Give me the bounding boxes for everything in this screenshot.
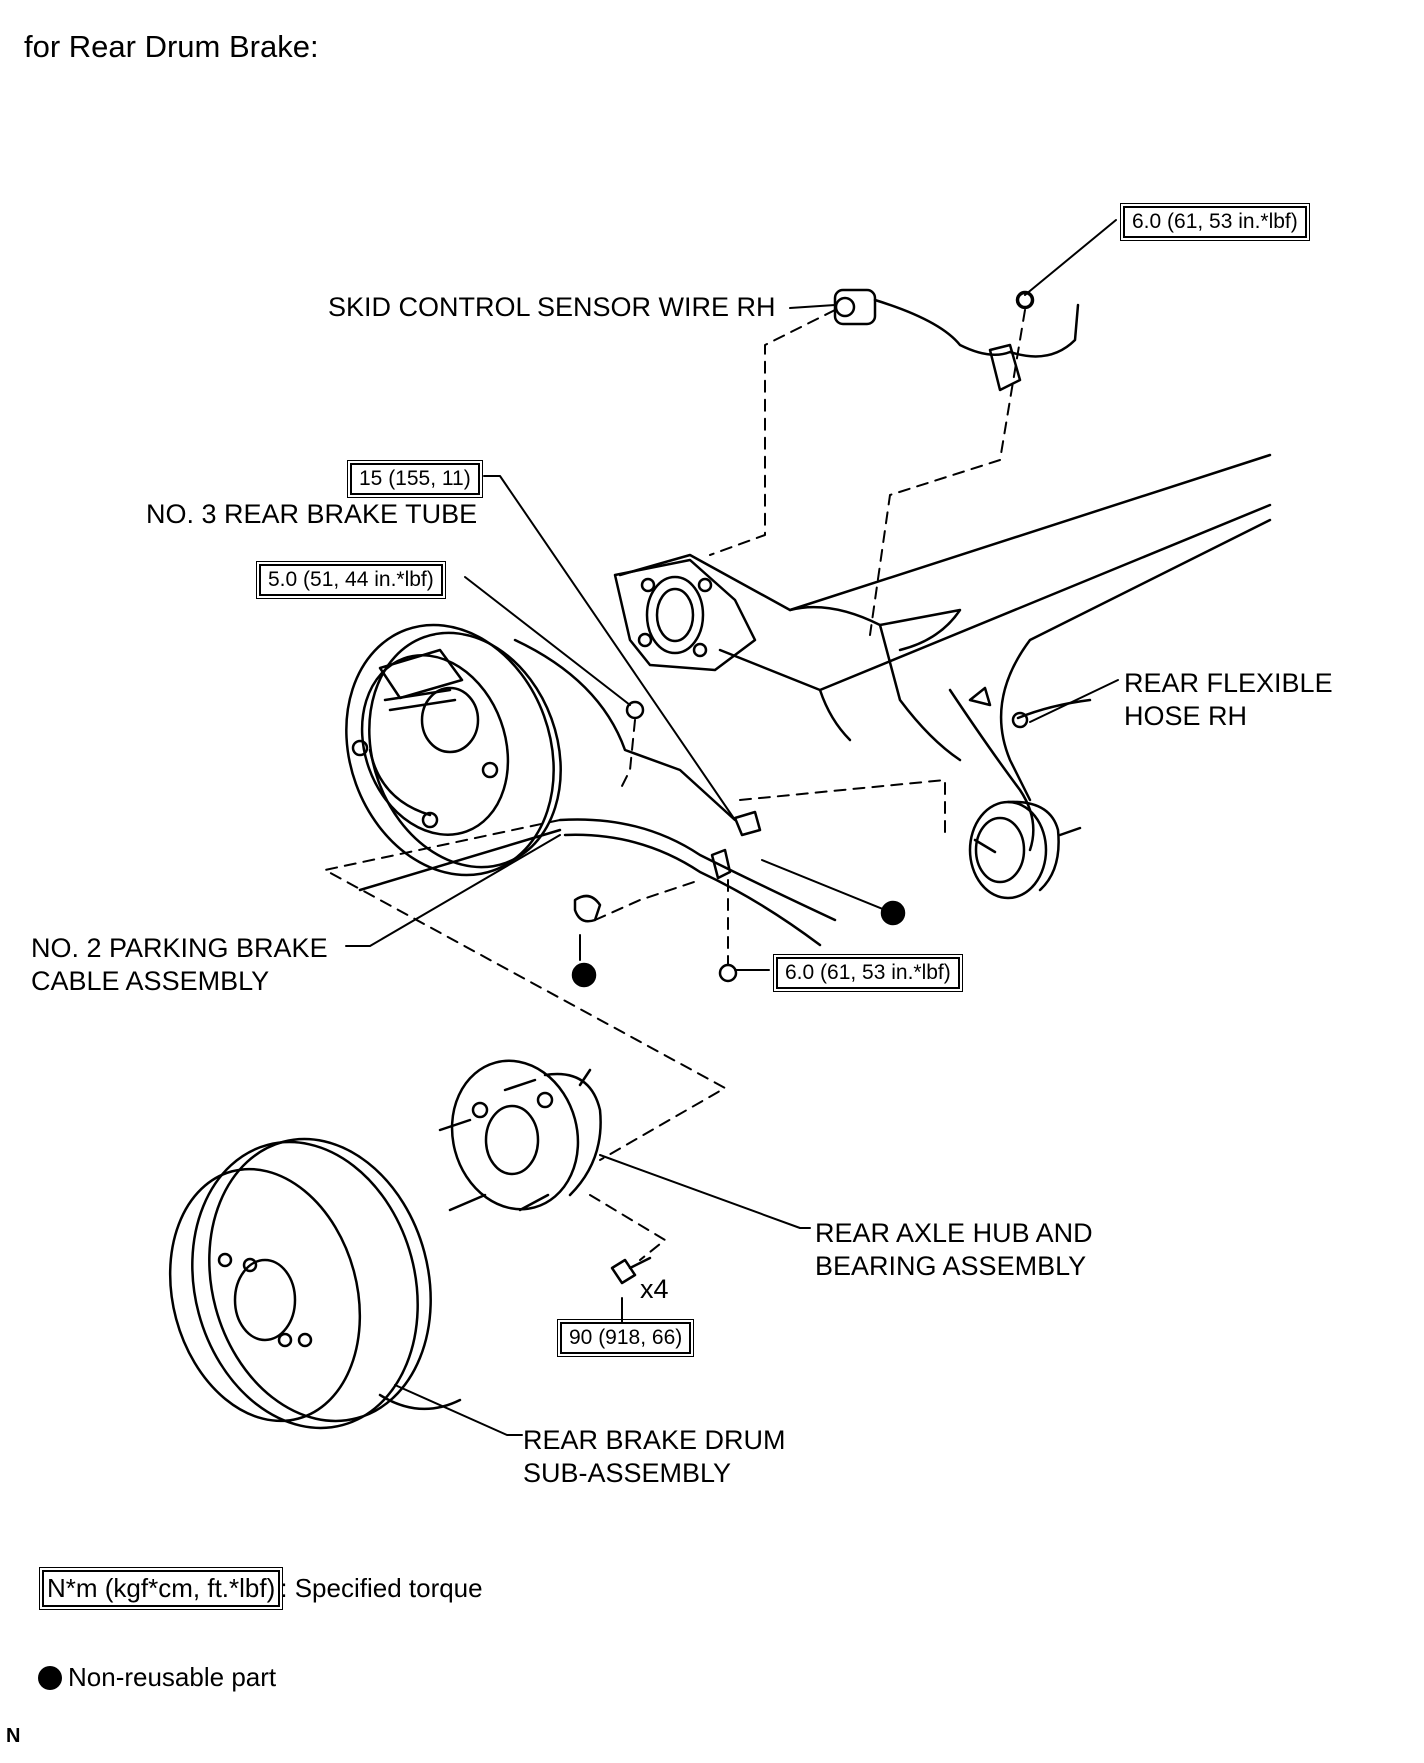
parking-brake-cable [358,818,837,947]
legend-torque-text: : Specified torque [280,1573,483,1603]
page-title: for Rear Drum Brake: [24,29,319,64]
label-rear-brake-drum-line1: REAR BRAKE DRUM [523,1425,786,1455]
non-reusable-marker [571,962,597,988]
hub-bolt [610,1256,652,1285]
label-rear-axle-hub-line1: REAR AXLE HUB AND [815,1218,1093,1248]
label-parking-brake-cable-line1: NO. 2 PARKING BRAKE [31,933,328,963]
backing-plate-assembly [345,623,562,877]
legend-torque-unit-box: N*m (kgf*cm, ft.*lbf) [38,1567,284,1610]
corner-mark: N [6,1725,21,1747]
label-bolt-quantity: x4 [640,1274,669,1304]
rear-axle-beam [618,453,1272,852]
label-skid-control-sensor-wire: SKID CONTROL SENSOR WIRE RH [328,292,776,322]
torque-clip-bolt: 5.0 (51, 44 in.*lbf) [256,561,446,599]
non-reusable-marker [880,900,906,926]
torque-hub-bolt: 90 (918, 66) [556,1319,695,1357]
non-reusable-dot-icon [38,1666,62,1690]
leader-lines [345,219,1119,1436]
label-no3-rear-brake-tube: NO. 3 REAR BRAKE TUBE [146,499,478,529]
legend-non-reusable: Non-reusable part [38,1661,276,1694]
axle-stub-flange [968,800,1082,900]
brake-drum [168,1137,462,1430]
brake-tube-line [513,638,1092,837]
legend-specified-torque: N*m (kgf*cm, ft.*lbf): Specified torque [38,1567,483,1610]
label-rear-flexible-hose-line1: REAR FLEXIBLE [1124,668,1333,698]
assembly-dashed-lines [324,309,1026,1261]
skid-sensor-wire [833,288,1080,392]
mounting-bracket [613,558,757,672]
axle-hub-bearing [438,1059,602,1212]
legend-non-reusable-text: Non-reusable part [68,1662,277,1692]
label-rear-flexible-hose-line2: HOSE RH [1124,701,1248,731]
torque-brake-tube-nut: 15 (155, 11) [347,460,483,498]
label-parking-brake-cable-line2: CABLE ASSEMBLY [31,966,270,996]
torque-sensor-bolt: 6.0 (61, 53 in.*lbf) [1120,203,1310,241]
label-rear-brake-drum-line2: SUB-ASSEMBLY [523,1458,732,1488]
torque-cable-bolt: 6.0 (61, 53 in.*lbf) [773,954,963,992]
label-rear-axle-hub-line2: BEARING ASSEMBLY [815,1251,1087,1281]
